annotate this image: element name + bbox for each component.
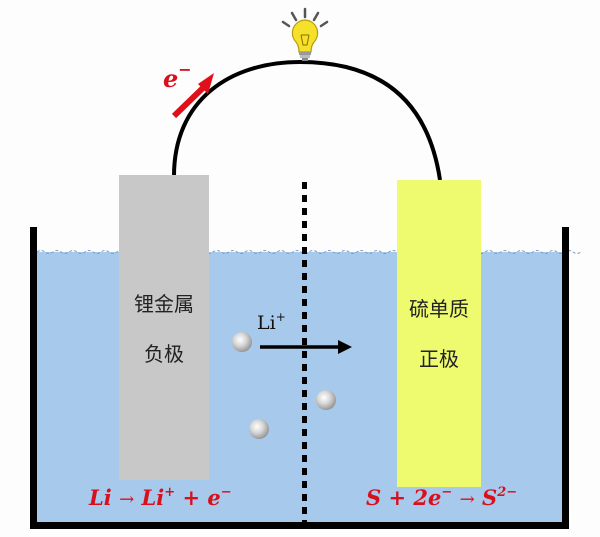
eq-term: 2e [413,485,442,510]
eq-term: S [482,485,498,510]
eq-sup: + [164,485,176,500]
container-bottom [30,522,569,529]
anode-label-line2: 负极 [144,342,184,366]
eq-sup: 2− [497,485,518,500]
cathode-sulfur: 硫单质 正极 [397,180,481,487]
anode-label-line1: 锂金属 [134,292,194,316]
eq-plus: + [388,485,407,510]
ion-label-base: Li [257,312,276,334]
lithium-ion-label: Li+ [257,310,286,334]
electron-flow-arrow-icon [171,73,214,119]
eq-term: e [207,485,221,510]
eq-term: S [366,485,382,510]
electron-label: e− [163,60,192,93]
lithium-ion-particle [232,332,252,352]
cathode-label-line1: 硫单质 [409,297,469,321]
cathode-label-line2: 正极 [419,347,459,371]
eq-arrow: → [459,489,475,510]
lithium-ion-particle [249,419,269,439]
eq-term: Li [89,485,112,510]
container-wall-left [30,227,37,528]
electron-label-base: e [163,64,179,93]
light-bulb-icon [291,19,319,61]
eq-sup: − [441,485,453,500]
cathode-reaction-equation: S + 2e− → S2− [366,485,517,510]
separator-membrane [302,182,307,522]
bulb-rays [281,7,329,28]
ion-migration-arrow-icon [260,340,352,354]
eq-sup: − [220,485,232,500]
electron-label-sup: − [178,60,192,79]
eq-plus: + [182,485,201,510]
eq-arrow: → [119,489,135,510]
eq-term: Li [141,485,165,510]
lithium-ion-particle [316,390,336,410]
ion-label-sup: + [275,310,286,324]
anode-reaction-equation: Li → Li+ + e− [89,485,232,510]
container-wall-right [562,227,569,528]
anode-lithium-metal: 锂金属 负极 [119,175,209,480]
wire [172,59,442,181]
